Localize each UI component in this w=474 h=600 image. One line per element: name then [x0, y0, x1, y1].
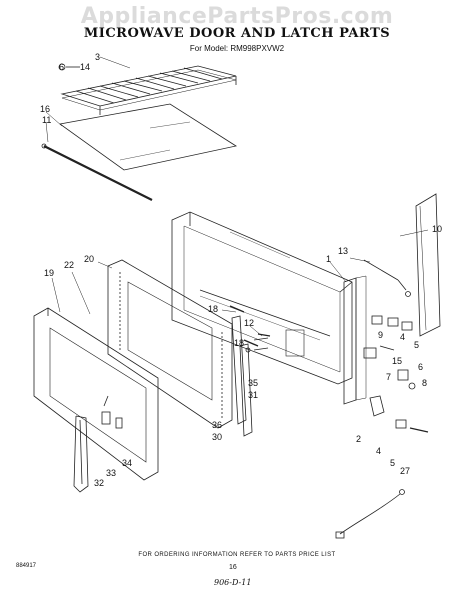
callout-6-right: 6: [418, 362, 423, 372]
leader-lines: [45, 56, 429, 337]
page-number: 16: [229, 564, 237, 571]
latch-plate: [343, 275, 367, 405]
latch-handle: [73, 415, 89, 493]
callout-11: 11: [42, 115, 51, 125]
callout-8: 8: [422, 378, 427, 388]
seal-strip: [41, 143, 153, 201]
hinge-assembly: [231, 315, 269, 437]
callout-4-lower: 4: [376, 446, 381, 456]
callout-10: 10: [432, 224, 442, 234]
ordering-note: FOR ORDERING INFORMATION REFER TO PARTS …: [138, 552, 336, 558]
small-nut: [58, 63, 80, 71]
callout-5-lower: 5: [390, 458, 395, 468]
vent-cover: [415, 193, 441, 337]
callout-2: 2: [356, 434, 361, 444]
callout-32: 32: [94, 478, 104, 488]
upper-bracket: [363, 259, 411, 297]
handwritten-note: 906-D-11: [214, 578, 252, 587]
cavity-frame: [171, 211, 353, 385]
page-title: MICROWAVE DOOR AND LATCH PARTS: [83, 26, 391, 41]
callout-1: 1: [326, 254, 331, 264]
callout-34: 34: [122, 458, 132, 468]
callout-labels: 6 14 3 16 11 10 13 1 19 22 20 18 12 18 9…: [40, 52, 442, 488]
shelf-rack: [60, 65, 237, 115]
callout-5-upper: 5: [414, 340, 419, 350]
lower-fasteners: [369, 395, 429, 433]
callout-19: 19: [44, 268, 54, 278]
callout-14: 14: [80, 62, 90, 72]
callout-18-upper: 18: [208, 304, 218, 314]
callout-3: 3: [95, 52, 100, 62]
wire-harness: [335, 489, 405, 539]
callout-13: 13: [338, 246, 348, 256]
callout-16: 16: [40, 104, 50, 114]
inner-door-panel: [107, 259, 233, 429]
brackets: [101, 395, 123, 429]
callout-18-lower: 18: [234, 338, 244, 348]
callout-4-upper: 4: [400, 332, 405, 342]
callout-12: 12: [244, 318, 254, 328]
latch-switches: [363, 315, 416, 390]
callout-9: 9: [378, 330, 383, 340]
callout-20: 20: [84, 254, 94, 264]
callout-31: 31: [248, 390, 258, 400]
callout-7: 7: [386, 372, 391, 382]
outer-door: [33, 307, 159, 481]
document-number: 884917: [16, 563, 37, 569]
callout-30: 30: [212, 432, 222, 442]
model-subtitle: For Model: RM998PXVW2: [189, 44, 285, 53]
watermark: AppliancePartsPros.com: [80, 4, 394, 29]
callout-33: 33: [106, 468, 116, 478]
glass-tray: [59, 103, 238, 171]
callout-22: 22: [64, 260, 74, 270]
callout-36: 36: [212, 420, 222, 430]
callout-6-top: 6: [59, 62, 64, 72]
callout-15: 15: [392, 356, 402, 366]
callout-27: 27: [400, 466, 410, 476]
callout-35: 35: [248, 378, 258, 388]
